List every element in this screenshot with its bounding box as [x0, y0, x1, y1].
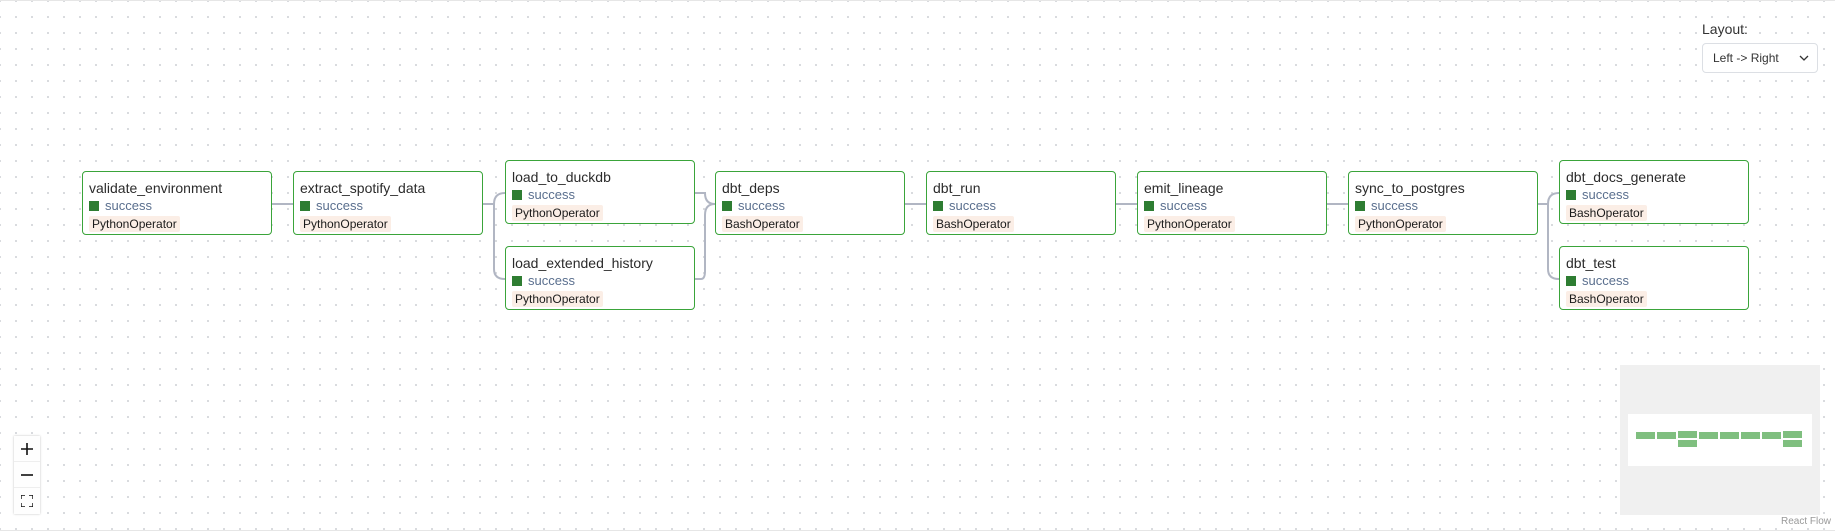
task-status-label: success: [528, 273, 575, 288]
chevron-down-icon: [1799, 55, 1809, 61]
task-status-label: success: [738, 198, 785, 213]
task-status-label: success: [105, 198, 152, 213]
operator-badge: PythonOperator: [89, 216, 180, 232]
operator-badge: PythonOperator: [512, 291, 603, 307]
status-square-icon: [1566, 276, 1576, 286]
task-node-dbt-deps[interactable]: dbt_deps success BashOperator: [715, 171, 905, 235]
edge-sync-test: [1538, 203, 1560, 280]
status-square-icon: [1144, 201, 1154, 211]
task-title: load_extended_history: [512, 255, 653, 271]
fit-view-button[interactable]: [14, 488, 40, 514]
task-node-load-extended-history[interactable]: load_extended_history success PythonOper…: [505, 246, 695, 310]
operator-badge: PythonOperator: [1355, 216, 1446, 232]
zoom-in-button[interactable]: [14, 436, 40, 462]
layout-panel: Layout: Left -> Right: [1702, 21, 1818, 73]
minimap-viewport: [1628, 414, 1812, 466]
layout-select-value: Left -> Right: [1713, 51, 1779, 65]
task-title: dbt_docs_generate: [1566, 169, 1686, 185]
layout-label: Layout:: [1702, 21, 1748, 37]
task-status: success: [512, 187, 688, 203]
task-title: validate_environment: [89, 180, 223, 196]
task-node-validate-environment[interactable]: validate_environment success PythonOpera…: [82, 171, 272, 235]
minimap-node: [1741, 432, 1760, 439]
status-square-icon: [933, 201, 943, 211]
status-square-icon: [89, 201, 99, 211]
status-square-icon: [512, 190, 522, 200]
status-square-icon: [1566, 190, 1576, 200]
react-flow-attribution[interactable]: React Flow: [1778, 516, 1833, 527]
task-node-dbt-run[interactable]: dbt_run success BashOperator: [926, 171, 1116, 235]
flow-controls: [14, 436, 40, 514]
minimap-node: [1783, 431, 1802, 438]
zoom-out-button[interactable]: [14, 462, 40, 488]
task-status: success: [512, 273, 688, 289]
task-title: dbt_run: [933, 180, 981, 196]
task-status: success: [1566, 187, 1742, 203]
status-square-icon: [300, 201, 310, 211]
status-square-icon: [722, 201, 732, 211]
status-square-icon: [1355, 201, 1365, 211]
minimap-node: [1699, 432, 1718, 439]
task-status-label: success: [1160, 198, 1207, 213]
operator-badge: PythonOperator: [512, 205, 603, 221]
task-status: success: [89, 198, 265, 214]
task-status-label: success: [1371, 198, 1418, 213]
task-node-emit-lineage[interactable]: emit_lineage success PythonOperator: [1137, 171, 1327, 235]
fit-view-icon: [21, 495, 33, 507]
minimap-node: [1783, 440, 1802, 447]
task-status-label: success: [1582, 273, 1629, 288]
task-title: sync_to_postgres: [1355, 180, 1465, 196]
task-status-label: success: [949, 198, 996, 213]
task-title: dbt_deps: [722, 180, 780, 196]
minimap-node: [1762, 432, 1781, 439]
minimap[interactable]: [1620, 365, 1820, 515]
minimap-node: [1657, 432, 1676, 439]
task-title: dbt_test: [1566, 255, 1616, 271]
task-title: load_to_duckdb: [512, 169, 611, 185]
edge-sync-docs: [1538, 192, 1560, 205]
task-node-extract-spotify-data[interactable]: extract_spotify_data success PythonOpera…: [293, 171, 483, 235]
minimap-node: [1720, 432, 1739, 439]
edge-history-deps: [695, 203, 716, 280]
task-status: success: [722, 198, 898, 214]
task-status-label: success: [1582, 187, 1629, 202]
task-status-label: success: [528, 187, 575, 202]
task-status: success: [1566, 273, 1742, 289]
operator-badge: PythonOperator: [1144, 216, 1235, 232]
edge-extract-load-history: [483, 203, 506, 280]
status-square-icon: [512, 276, 522, 286]
layout-select[interactable]: Left -> Right: [1702, 43, 1818, 73]
minus-icon: [21, 473, 33, 476]
task-status: success: [1144, 198, 1320, 214]
task-node-sync-to-postgres[interactable]: sync_to_postgres success PythonOperator: [1348, 171, 1538, 235]
task-node-dbt-docs-generate[interactable]: dbt_docs_generate success BashOperator: [1559, 160, 1749, 224]
edge-extract-load-duckdb: [483, 192, 506, 205]
minimap-node: [1678, 440, 1697, 447]
operator-badge: BashOperator: [1566, 291, 1647, 307]
task-node-load-to-duckdb[interactable]: load_to_duckdb success PythonOperator: [505, 160, 695, 224]
minimap-node: [1636, 432, 1655, 439]
task-title: emit_lineage: [1144, 180, 1224, 196]
task-status: success: [933, 198, 1109, 214]
edge-duckdb-deps: [695, 192, 716, 205]
task-title: extract_spotify_data: [300, 180, 426, 196]
task-status-label: success: [316, 198, 363, 213]
task-status: success: [300, 198, 476, 214]
minimap-node: [1678, 431, 1697, 438]
operator-badge: PythonOperator: [300, 216, 391, 232]
task-status: success: [1355, 198, 1531, 214]
operator-badge: BashOperator: [722, 216, 803, 232]
plus-icon: [21, 442, 33, 455]
operator-badge: BashOperator: [1566, 205, 1647, 221]
task-node-dbt-test[interactable]: dbt_test success BashOperator: [1559, 246, 1749, 310]
operator-badge: BashOperator: [933, 216, 1014, 232]
